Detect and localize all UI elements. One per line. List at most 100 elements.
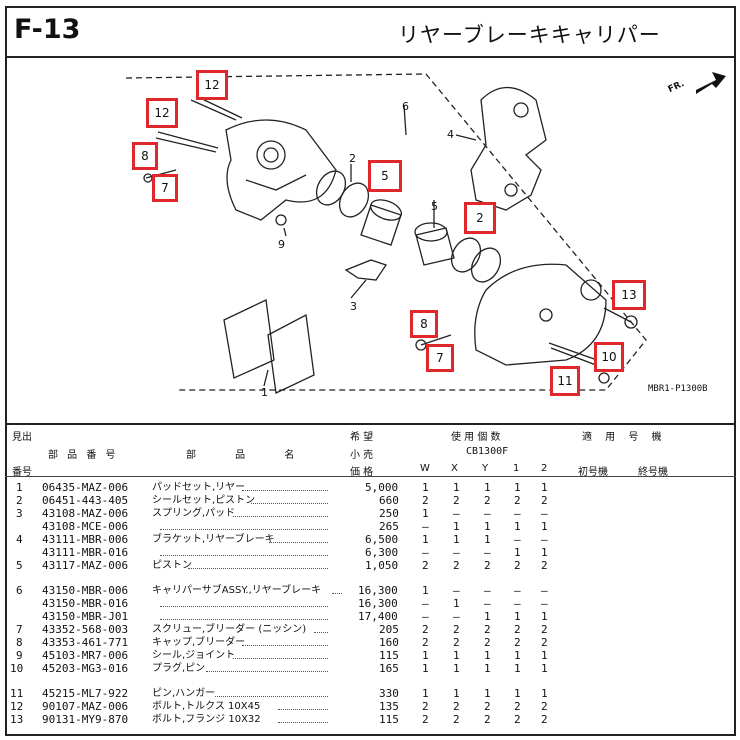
leader-dots [160,555,328,556]
col-price-header-3: 価 格 [350,467,374,478]
leader-dots [206,671,328,672]
cell-qty: 1 [453,533,460,546]
cell-price: 5,000 [365,481,399,494]
cell-qty: 2 [541,700,548,713]
cell-qty: 2 [422,700,429,713]
cell-price: 165 [379,662,399,675]
cell-qty: 1 [422,649,429,662]
cell-qty: 2 [453,494,460,507]
cell-qty: 2 [422,636,429,649]
cell-price: 16,300 [358,584,398,597]
cell-price: 115 [379,713,399,726]
cell-qty: 1 [453,481,460,494]
cell-qty: 1 [422,533,429,546]
cell-qty: 2 [484,623,491,636]
cell-partno: 43108-MAZ-006 [42,507,129,520]
label-3: 3 [350,300,357,313]
cell-qty: — [484,507,491,520]
cell-qty: 1 [541,649,548,662]
callout-12-top: 12 [196,70,228,100]
cell-qty: 1 [514,520,521,533]
cell-price: 205 [379,623,399,636]
cell-name: キャップ,ブリーダー [152,637,246,648]
cell-qty: 1 [541,687,548,700]
cell-qty: 1 [453,520,460,533]
cell-partno: 43353-461-771 [42,636,129,649]
leader-dots [233,658,328,659]
leader-dots [278,722,328,723]
cell-qty: 2 [484,700,491,713]
cell-qty: 2 [422,713,429,726]
cell-qty: 2 [484,559,491,572]
qty-col-y: Y [482,463,489,474]
leader-dots [160,619,328,620]
cell-qty: 2 [453,700,460,713]
cell-qty: — [453,546,460,559]
cell-qty: — [484,584,491,597]
cell-qty: — [453,584,460,597]
callout-10: 10 [594,342,624,372]
label-4: 4 [447,128,454,141]
cell-qty: 1 [422,662,429,675]
cell-qty: 2 [541,636,548,649]
leader-dots [242,490,328,491]
cell-qty: 1 [514,481,521,494]
leader-dots [269,542,328,543]
cell-price: 660 [379,494,399,507]
cell-qty: 1 [541,546,548,559]
cell-partno: 43150-MBR-J01 [42,610,129,623]
cell-name: ボルト,トルクス 10X45 [152,701,261,712]
qty-col-x: X [451,463,458,474]
cell-ref: 4 [16,533,23,546]
cell-qty: 2 [422,494,429,507]
front-arrow-icon [696,72,726,94]
col-name-header: 部 品 名 [186,450,295,461]
cell-qty: — [541,507,548,520]
cell-qty: 2 [514,700,521,713]
callout-8-left: 8 [132,142,158,170]
cell-qty: 2 [484,636,491,649]
cell-qty: 1 [541,662,548,675]
cell-price: 115 [379,649,399,662]
cell-qty: — [422,610,429,623]
cell-qty: 2 [514,713,521,726]
cell-qty: — [453,610,460,623]
cell-qty: 1 [484,481,491,494]
cell-ref: 8 [16,636,23,649]
col-partno-header: 部 品 番 号 [48,450,119,461]
cell-qty: — [541,597,548,610]
cell-qty: 2 [484,494,491,507]
cell-ref: 5 [16,559,23,572]
cell-partno: 90131-MY9-870 [42,713,129,726]
cell-partno: 06435-MAZ-006 [42,481,129,494]
qty-col-w: W [420,463,430,474]
cell-ref: 12 [10,700,24,713]
cell-ref: 6 [16,584,23,597]
cell-qty: 1 [484,520,491,533]
cell-qty: 1 [453,649,460,662]
cell-partno: 43150-MBR-006 [42,584,129,597]
cell-qty: 1 [453,662,460,675]
col-ref-header-2: 番号 [12,467,32,478]
leader-dots [251,503,328,504]
callout-13: 13 [612,280,646,310]
cell-qty: — [422,520,429,533]
cell-qty: 1 [541,610,548,623]
cell-name: パッドセット,リヤー [152,482,246,493]
qty-col-1: 1 [513,463,520,474]
cell-price: 330 [379,687,399,700]
cell-partno: 43150-MBR-016 [42,597,129,610]
col-qty-header: 使 用 個 数 [451,432,501,443]
label-5: 5 [431,200,438,213]
leader-dots [160,606,328,607]
cell-qty: 2 [453,713,460,726]
qty-col-2: 2 [541,463,548,474]
page-title: リヤーブレーキキャリパー [398,23,661,47]
cell-qty: 2 [541,494,548,507]
cell-ref: 7 [16,623,23,636]
page-frame [5,6,736,736]
cell-qty: 1 [422,507,429,520]
diagram-drawing [125,72,726,394]
cell-partno: 43111-MBR-006 [42,533,129,546]
cell-qty: — [484,546,491,559]
